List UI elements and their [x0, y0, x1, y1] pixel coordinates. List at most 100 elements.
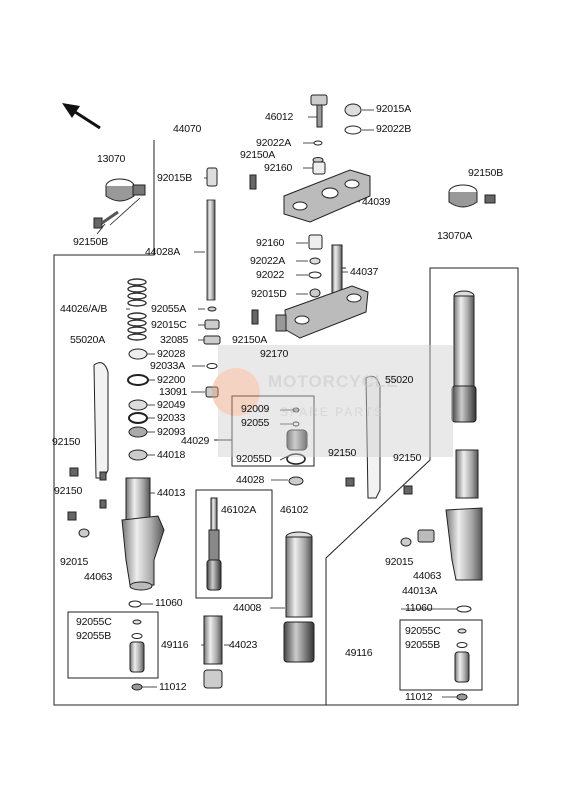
part-label-32085: 32085 [160, 334, 189, 346]
part-label-92033A: 92033A [150, 360, 186, 372]
part-label-92160-mid: 92160 [256, 237, 285, 249]
part-label-92150-right-b: 92150 [393, 452, 422, 464]
part-label-92055B-left: 92055B [76, 630, 112, 642]
part-label-92055: 92055 [241, 417, 270, 429]
guard-55020 [365, 375, 381, 499]
lower-clamp-holes [294, 293, 362, 325]
rod-44028A [206, 199, 216, 301]
bolt-92150A-top [249, 174, 257, 190]
part-label-92093: 92093 [157, 426, 186, 438]
part-label-11012-right: 11012 [405, 691, 433, 703]
part-label-92055B-right: 92055B [405, 639, 441, 651]
part-label-92055D: 92055D [236, 453, 272, 465]
part-label-13070A: 13070A [437, 230, 473, 242]
bolts-92150-left [67, 467, 107, 521]
part-label-44070: 44070 [173, 123, 202, 135]
collar-92015B [206, 167, 218, 187]
part-label-44013A: 44013A [402, 585, 438, 597]
clamp-13070A [448, 184, 496, 208]
part-label-92160-top: 92160 [264, 162, 293, 174]
part-label-44023: 44023 [229, 639, 258, 651]
part-label-46012: 46012 [265, 111, 294, 123]
part-label-44018: 44018 [157, 449, 186, 461]
part-label-44013: 44013 [157, 487, 186, 499]
washer-92022A-top [313, 140, 323, 146]
part-label-46102A: 46102A [221, 504, 257, 516]
collar-92160-top [312, 161, 326, 175]
washer-92015-left [78, 528, 90, 538]
nut-92015A [344, 103, 362, 117]
bolt-92150B-left [93, 210, 119, 229]
part-label-44008: 44008 [233, 602, 262, 614]
part-label-92022A-mid: 92022A [250, 255, 286, 267]
washers-stack-left [127, 306, 221, 461]
part-label-92150A-top: 92150A [240, 149, 276, 161]
part-label-11012-left: 11012 [159, 681, 187, 693]
guard-55020A [93, 362, 109, 479]
part-label-92033: 92033 [157, 412, 186, 424]
part-label-11060-left: 11060 [155, 597, 183, 609]
bolt-46012 [310, 94, 328, 128]
washer-92022A-mid [309, 257, 321, 265]
spring-44026 [127, 278, 147, 341]
guide-92170 [275, 314, 287, 332]
nut-92015D [309, 288, 321, 298]
part-label-13070: 13070 [97, 153, 126, 165]
part-label-55020A: 55020A [70, 334, 106, 346]
fork-right-assembly [345, 290, 483, 701]
part-label-13091: 13091 [159, 386, 188, 398]
outer-tube-44013 [121, 477, 165, 591]
oring-11060-left [128, 600, 142, 608]
inner-tube-44008 [283, 531, 315, 663]
watermark-sub-text: SPARE PARTS [280, 405, 385, 419]
part-label-44037: 44037 [350, 266, 379, 278]
part-label-92150A-mid: 92150A [232, 334, 268, 346]
part-label-92150B-right: 92150B [468, 167, 504, 179]
direction-arrow-icon [62, 103, 101, 130]
watermark-logo [212, 345, 453, 457]
group-frame-lines [53, 140, 519, 706]
part-label-92055C-right: 92055C [405, 625, 441, 637]
part-label-44063-right: 44063 [413, 570, 442, 582]
washer-92022 [308, 271, 322, 279]
part-label-92049: 92049 [157, 399, 186, 411]
part-label-92150-right-a: 92150 [328, 447, 357, 459]
part-label-92150-left-b: 92150 [54, 485, 83, 497]
triple-clamp-upper [249, 94, 496, 223]
part-label-44039: 44039 [362, 196, 391, 208]
upper-clamp-holes [292, 179, 360, 211]
part-label-92015-right: 92015 [385, 556, 414, 568]
part-label-92022: 92022 [256, 269, 285, 281]
part-label-92009: 92009 [241, 403, 270, 415]
part-label-92015-left: 92015 [60, 556, 89, 568]
valve-49116-left [129, 619, 145, 691]
part-label-92150B-left: 92150B [73, 236, 109, 248]
part-label-49116-center: 49116 [161, 639, 189, 651]
part-label-92022B: 92022B [376, 123, 412, 135]
part-label-92170: 92170 [260, 348, 289, 360]
watermark-brand-text: MOTORCYCLE [268, 372, 399, 391]
part-label-46102: 46102 [280, 504, 309, 516]
part-label-44028A: 44028A [145, 246, 181, 258]
collar-92160-mid [308, 234, 323, 250]
part-label-44063-left: 44063 [84, 571, 113, 583]
part-label-92028: 92028 [157, 348, 186, 360]
part-label-44029: 44029 [181, 435, 210, 447]
damper-46102 [206, 497, 222, 591]
part-label-44026: 44026/A/B [60, 303, 108, 315]
cylinder-44023 [203, 615, 223, 689]
part-label-92150-left-a: 92150 [52, 436, 81, 448]
part-label-92015D: 92015D [251, 288, 287, 300]
part-label-49116-right: 49116 [345, 647, 373, 659]
washer-92022B [344, 125, 362, 135]
part-label-92200: 92200 [157, 374, 186, 386]
part-label-92015C: 92015C [151, 319, 187, 331]
clamp-13070 [105, 178, 146, 202]
part-label-55020: 55020 [385, 374, 414, 386]
part-label-92015A: 92015A [376, 103, 412, 115]
bolt-92150A-mid [251, 309, 259, 325]
fork-left-assembly [67, 167, 221, 691]
part-label-92055A: 92055A [151, 303, 187, 315]
